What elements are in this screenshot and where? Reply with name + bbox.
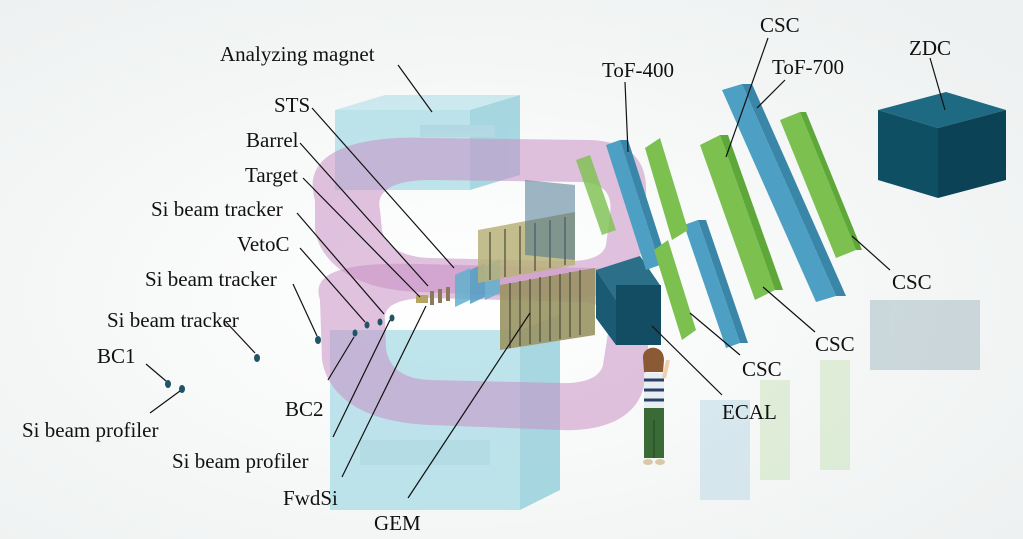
label-zdc: ZDC (909, 36, 951, 60)
label-si-beam-tracker-3: Si beam tracker (107, 308, 239, 332)
csc-panels (576, 112, 862, 340)
beam-detectors (165, 287, 450, 393)
label-csc-mid: CSC (815, 332, 855, 356)
zdc (878, 92, 1006, 198)
label-csc-low: CSC (742, 357, 782, 381)
label-si-beam-tracker-1: Si beam tracker (151, 197, 283, 221)
target-marker (416, 295, 428, 303)
floor-reflections (700, 300, 980, 500)
gem-detector (478, 180, 595, 350)
label-barrel: Barrel (246, 128, 299, 152)
label-si-beam-tracker-2: Si beam tracker (145, 267, 277, 291)
magnet-coils (312, 137, 651, 431)
label-bc2: BC2 (285, 397, 324, 421)
label-tof-700: ToF-700 (772, 55, 845, 79)
label-fwdsi: FwdSi (283, 486, 338, 510)
ecal (596, 256, 661, 345)
tof-400 (606, 140, 748, 348)
tof-700 (722, 84, 846, 302)
label-vetoc: VetoC (237, 232, 290, 256)
label-ecal: ECAL (722, 400, 777, 424)
label-gem: GEM (374, 511, 421, 535)
label-bc1: BC1 (97, 344, 136, 368)
label-tof-400: ToF-400 (602, 58, 675, 82)
label-sts: STS (274, 93, 311, 117)
leader-lines (145, 37, 946, 499)
label-analyzing-magnet: Analyzing magnet (220, 42, 375, 66)
label-target: Target (245, 163, 298, 187)
label-si-beam-profiler-2: Si beam profiler (172, 449, 309, 473)
label-csc-top: CSC (760, 13, 800, 37)
label-si-beam-profiler-1: Si beam profiler (22, 418, 159, 442)
person-figure (642, 347, 670, 465)
label-csc-right: CSC (892, 270, 932, 294)
